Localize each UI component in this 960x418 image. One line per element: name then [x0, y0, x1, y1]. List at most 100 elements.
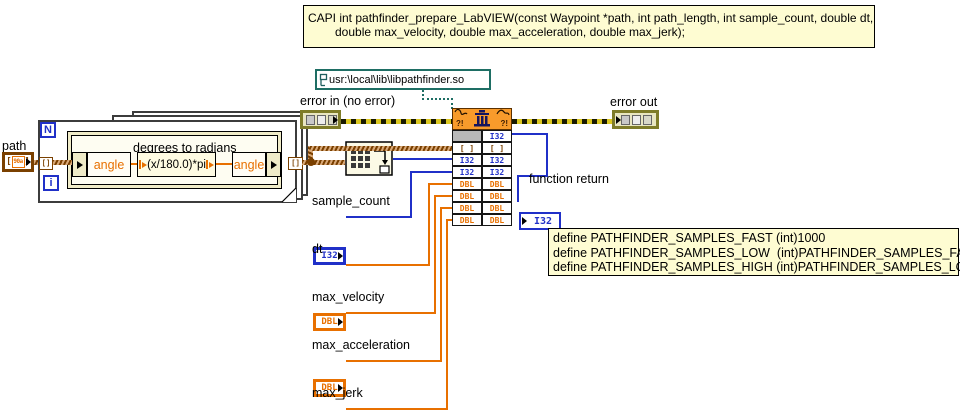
error-wire[interactable] [512, 119, 613, 124]
unbundle-angle-field[interactable]: angle [87, 152, 131, 177]
path-type-icon [319, 73, 328, 86]
dbl-wire[interactable] [346, 312, 434, 314]
i32-wire[interactable] [546, 133, 548, 177]
array-wire[interactable] [308, 146, 313, 162]
array-grid-icon [351, 149, 370, 168]
define-line3: define PATHFINDER_SAMPLES_HIGH (int)PATH… [553, 260, 960, 274]
dbl-wire[interactable] [440, 208, 442, 362]
capi-prototype-comment[interactable]: CAPI int pathfinder_prepare_LabVIEW(cons… [303, 5, 875, 48]
clfn-param-cell[interactable]: I32 [452, 154, 482, 166]
clfn-param-cell[interactable]: [ ] [482, 142, 512, 154]
loop-count-terminal[interactable]: N [40, 122, 56, 138]
library-link-wire[interactable] [451, 98, 453, 109]
output-arrow-icon [26, 158, 31, 166]
loop-output-tunnel[interactable]: [ ] [288, 157, 303, 170]
error-code-glyph [317, 114, 326, 125]
clfn-param-cell[interactable]: DBL [452, 178, 482, 190]
max-velocity-label: max_velocity [312, 290, 385, 304]
error-in-label: error in (no error) [300, 94, 396, 108]
clfn-param-cell[interactable]: DBL [482, 190, 512, 202]
max-acceleration-label: max_acceleration [312, 338, 410, 352]
expression-text: (x/180.0)*pi [147, 158, 206, 171]
array-wire[interactable] [52, 160, 73, 165]
output-arrow-icon [333, 115, 338, 124]
output-arrow-icon [338, 252, 343, 260]
dt-label: dt [312, 242, 323, 256]
dbl-wire[interactable] [434, 196, 436, 314]
error-status-glyph [621, 114, 630, 125]
loop-iteration-terminal[interactable]: i [43, 175, 59, 191]
function-return-label: function return [529, 172, 609, 186]
dbl-wire[interactable] [446, 219, 452, 221]
clfn-param-cell[interactable] [452, 130, 482, 142]
library-path-text: usr:\local\lib\libpathfinder.so [329, 73, 465, 86]
library-link-wire[interactable] [422, 98, 453, 100]
dt-terminal[interactable]: DBL [313, 313, 346, 331]
i32-wire[interactable] [512, 133, 548, 135]
i32-wire[interactable] [393, 158, 452, 160]
clfn-param-cell[interactable]: I32 [482, 166, 512, 178]
dogear-fold-icon [281, 188, 297, 203]
capi-line2: double max_velocity, double max_accelera… [335, 25, 685, 39]
subvi-label: degrees to radians [133, 141, 237, 155]
library-path-constant[interactable]: usr:\local\lib\libpathfinder.so [315, 69, 491, 90]
unbundle-access-node[interactable] [72, 152, 87, 177]
dbl-wire[interactable] [346, 264, 428, 266]
clfn-param-cell[interactable]: DBL [482, 202, 512, 214]
error-code-glyph [632, 114, 641, 125]
defines-comment[interactable]: define PATHFINDER_SAMPLES_FAST (int)1000… [548, 228, 960, 276]
clfn-param-cell[interactable]: I32 [482, 154, 512, 166]
library-building-icon [454, 109, 510, 127]
clfn-param-cell[interactable]: [ ] [452, 142, 482, 154]
clfn-param-cell[interactable]: DBL [482, 178, 512, 190]
clfn-param-cell[interactable]: I32 [452, 166, 482, 178]
bundle-access-node[interactable] [266, 152, 281, 177]
path-label: path [2, 139, 27, 153]
clfn-param-cell[interactable]: I32 [482, 130, 512, 142]
define-line1: define PATHFINDER_SAMPLES_FAST (int)1000 [553, 231, 826, 245]
scalar-wire[interactable] [216, 163, 232, 165]
output-arrow-icon [338, 318, 343, 326]
i32-wire[interactable] [410, 171, 452, 173]
dbl-wire[interactable] [346, 408, 446, 410]
dbl-wire[interactable] [434, 195, 452, 197]
call-library-function-node[interactable]: ?! ?! I32 [ ] [ ] I32 I32 I32 I32 DBL DB… [452, 108, 512, 226]
clfn-header: ?! ?! [452, 108, 512, 130]
clfn-param-cell[interactable]: DBL [452, 190, 482, 202]
bundle-angle-field[interactable]: angle [232, 152, 266, 177]
clfn-param-cell[interactable]: DBL [452, 202, 482, 214]
error-source-glyph [643, 114, 652, 125]
dbl-wire[interactable] [428, 184, 430, 266]
i32-wire[interactable] [410, 172, 412, 218]
error-out-label: error out [610, 95, 658, 109]
error-out-terminal[interactable] [612, 110, 659, 129]
array-wire[interactable] [311, 160, 345, 165]
loop-input-tunnel[interactable]: [ ] [39, 157, 53, 170]
i32-wire[interactable] [346, 216, 410, 218]
clfn-error-out-glyph: ?! [500, 119, 508, 128]
library-link-wire[interactable] [422, 90, 424, 100]
capi-line1: CAPI int pathfinder_prepare_LabVIEW(cons… [308, 11, 874, 25]
dbl-wire[interactable] [440, 207, 452, 209]
scalar-wire[interactable] [131, 163, 137, 165]
error-wire[interactable] [341, 119, 452, 124]
clfn-param-cell[interactable]: DBL [482, 214, 512, 226]
expression-node[interactable]: (x/180.0)*pi [137, 152, 216, 177]
sample-count-terminal[interactable]: I32 [313, 247, 346, 265]
path-control-terminal[interactable]: [ 90a ] [2, 152, 34, 172]
function-return-indicator[interactable]: I32 [519, 212, 561, 230]
clfn-param-cell[interactable]: DBL [452, 214, 482, 226]
max-velocity-terminal[interactable]: DBL [313, 379, 346, 397]
dbl-wire[interactable] [446, 220, 448, 410]
error-in-terminal[interactable] [300, 110, 341, 129]
array-wire[interactable] [302, 160, 311, 165]
dbl-wire[interactable] [346, 360, 440, 362]
array-wire[interactable] [32, 160, 40, 165]
i32-wire[interactable] [517, 175, 519, 202]
dbl-wire[interactable] [428, 183, 452, 185]
array-wire[interactable] [310, 146, 452, 151]
i32-wire[interactable] [517, 175, 548, 177]
expr-input-icon [139, 160, 147, 169]
output-arrow-icon [338, 384, 343, 392]
